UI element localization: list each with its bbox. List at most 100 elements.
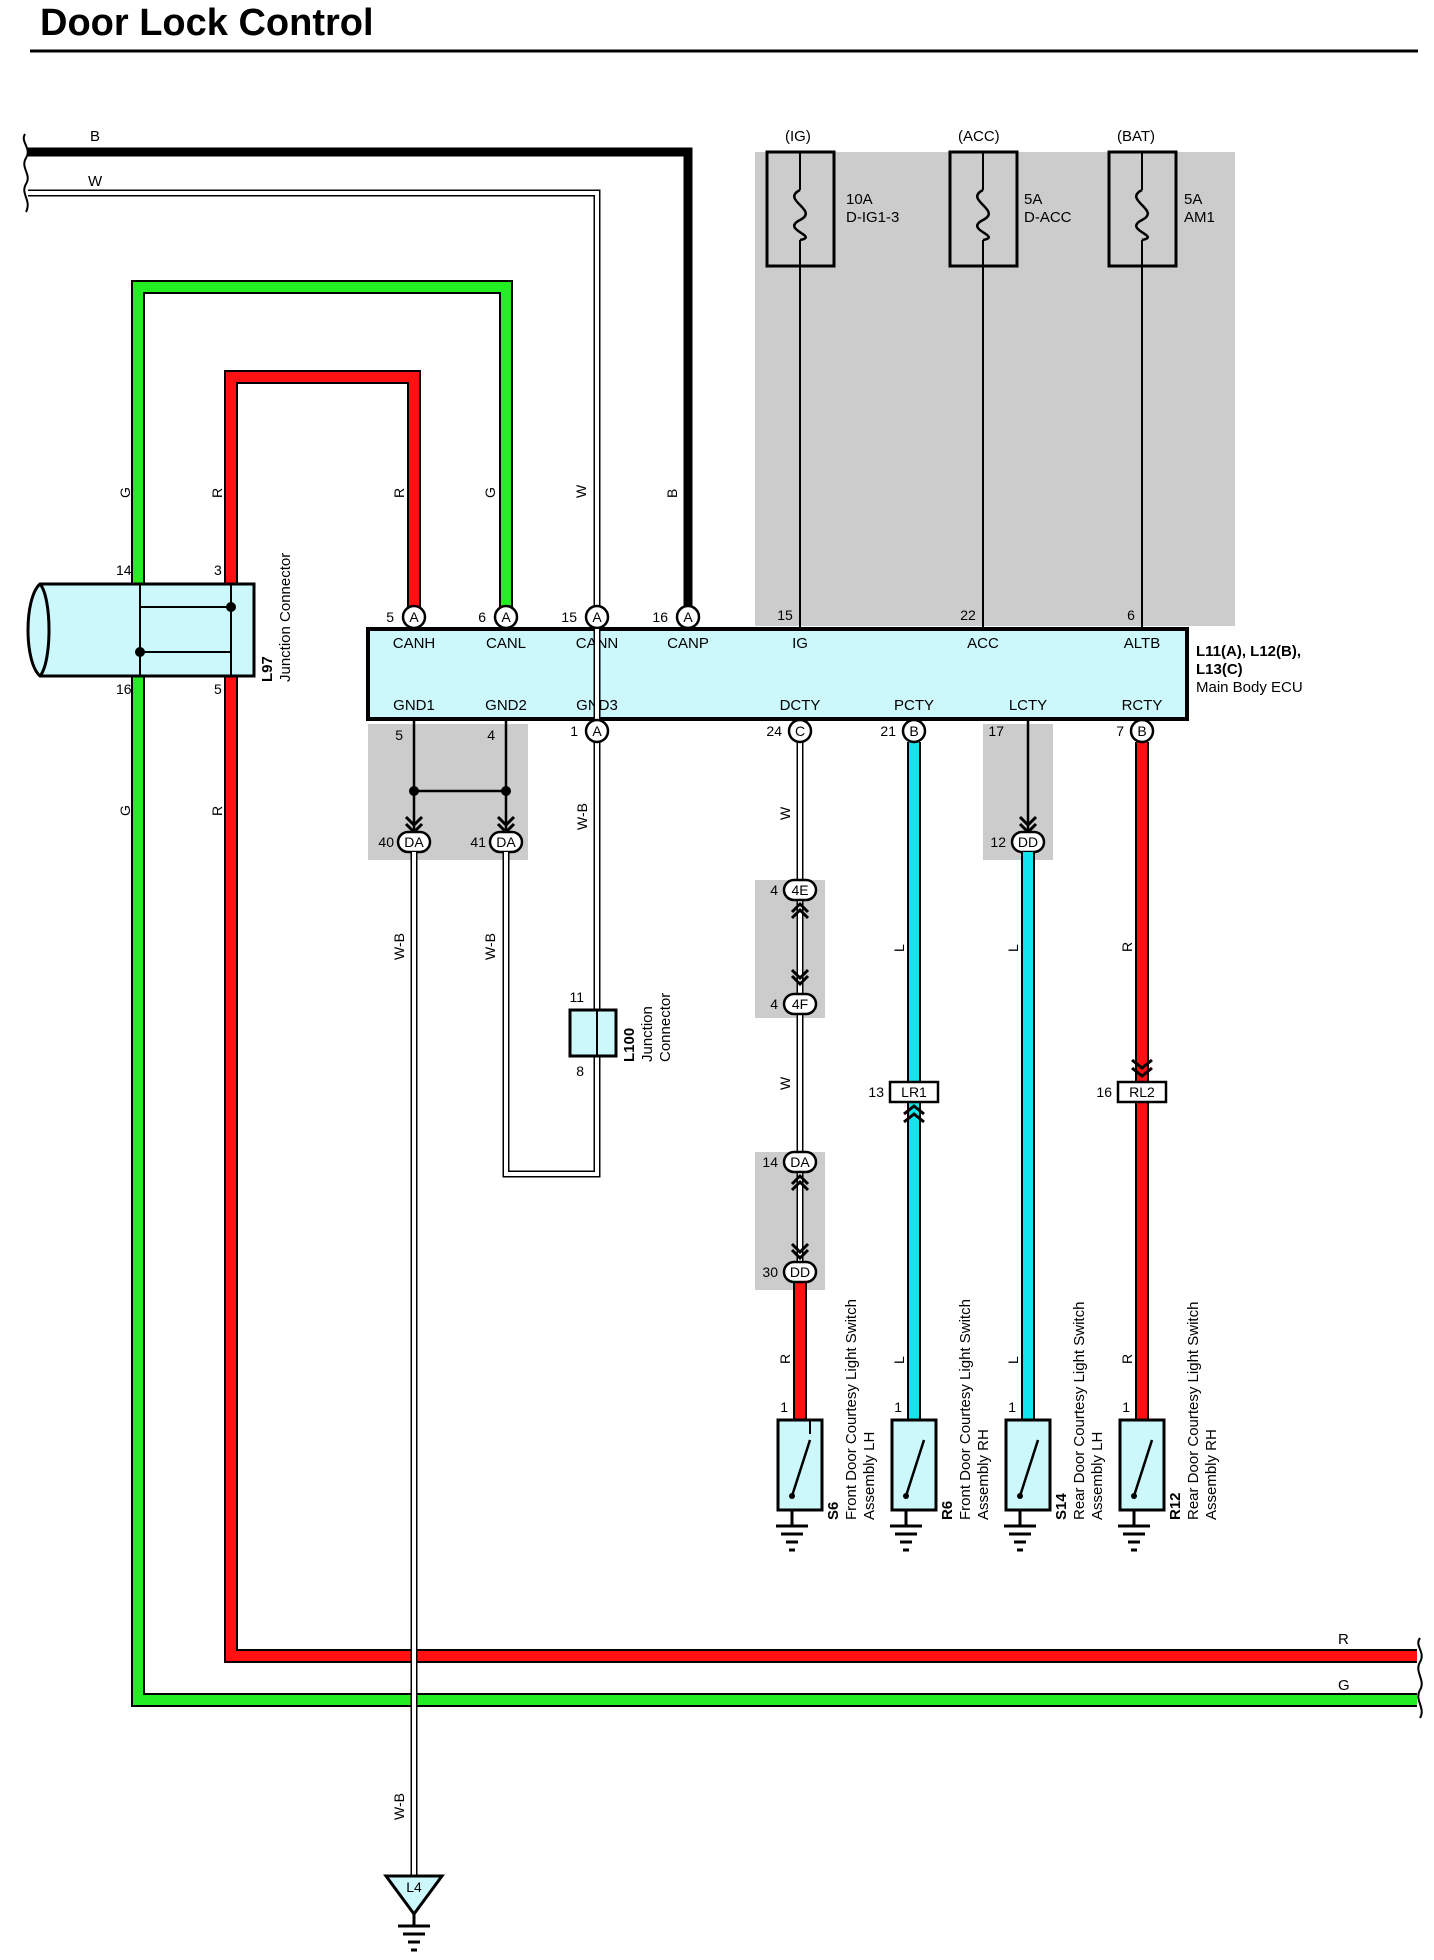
connector-da-40: DA 40 xyxy=(378,830,432,854)
svg-text:22: 22 xyxy=(960,607,976,623)
ecu-connectors-line1: L11(A), L12(B), xyxy=(1196,643,1301,660)
svg-text:16: 16 xyxy=(1096,1084,1112,1100)
wire-color-l-2: L xyxy=(891,1356,907,1364)
svg-text:ACC: ACC xyxy=(967,635,999,652)
wire-color-l-3: L xyxy=(1005,944,1021,952)
connector-rl2: RL2 16 xyxy=(1096,1058,1168,1104)
wire-color-wb-1: W-B xyxy=(574,803,590,830)
svg-text:CANP: CANP xyxy=(667,635,709,652)
fuse-ig-source: (IG) xyxy=(785,128,811,145)
svg-text:B: B xyxy=(1137,723,1146,739)
fuse-shade xyxy=(755,152,1235,626)
switch-r12-line2: Assembly RH xyxy=(1203,1429,1220,1520)
wire-color-r-6: R xyxy=(1119,1354,1135,1364)
ecu-terminal-ig: 15 IG xyxy=(777,607,808,652)
wire-color-wb-2: W-B xyxy=(391,933,407,960)
switch-r12-pin: 1 xyxy=(1122,1399,1130,1415)
svg-text:21: 21 xyxy=(880,723,896,739)
connector-lr1: LR1 13 xyxy=(868,1080,940,1124)
svg-text:DA: DA xyxy=(496,834,516,850)
wire-color-r-5: R xyxy=(1119,942,1135,952)
svg-text:41: 41 xyxy=(470,834,486,850)
ecu-terminal-gnd2: GND2 xyxy=(485,697,527,714)
svg-text:DA: DA xyxy=(790,1154,810,1170)
wire-color-g-1: G xyxy=(117,487,133,498)
gnd-junction-dot-1 xyxy=(409,786,419,796)
svg-text:4: 4 xyxy=(770,996,778,1012)
switch-s6-id: S6 xyxy=(825,1502,842,1520)
red-wire xyxy=(224,370,1417,1663)
svg-text:6: 6 xyxy=(478,609,486,625)
svg-text:RL2: RL2 xyxy=(1129,1084,1155,1100)
svg-text:30: 30 xyxy=(762,1264,778,1280)
wire-color-b-1: B xyxy=(664,489,680,498)
gnd-junction-dot-2 xyxy=(501,786,511,796)
ecu-terminal-dcty: DCTY xyxy=(780,697,821,714)
switch-s6-line1: Front Door Courtesy Light Switch xyxy=(843,1299,860,1520)
svg-text:ALTB: ALTB xyxy=(1124,635,1160,652)
fuse-acc-rating: 5A xyxy=(1024,191,1042,208)
ecu-terminal-pcty: PCTY xyxy=(894,697,934,714)
svg-text:4E: 4E xyxy=(791,882,808,898)
fuse-acc xyxy=(948,150,1019,268)
wire-color-wb-3: W-B xyxy=(482,933,498,960)
l97-junction-connector xyxy=(26,582,256,678)
ecu-terminal-acc: 22 ACC xyxy=(960,607,999,652)
switch-s6-line2: Assembly LH xyxy=(861,1432,878,1520)
svg-text:6: 6 xyxy=(1127,607,1135,623)
svg-text:7: 7 xyxy=(1116,723,1124,739)
svg-text:24: 24 xyxy=(766,723,782,739)
ecu-terminal-altb: 6 ALTB xyxy=(1124,607,1160,652)
ecu-terminal-cann: A 15 CANN xyxy=(561,604,618,652)
connector-da-41: DA 41 xyxy=(470,830,524,854)
page-title: Door Lock Control xyxy=(40,2,374,44)
ecu-name: Main Body ECU xyxy=(1196,679,1303,696)
ecu-terminal-canl: A 6 CANL xyxy=(478,604,526,652)
ecu-terminal-gnd1: GND1 xyxy=(393,697,435,714)
switch-r6-pin: 1 xyxy=(894,1399,902,1415)
l100-junction-box xyxy=(568,1008,618,1058)
switch-r6-line2: Assembly RH xyxy=(975,1429,992,1520)
fuse-acc-name: D-ACC xyxy=(1024,209,1072,226)
svg-text:CANL: CANL xyxy=(486,635,526,652)
switch-r6-line1: Front Door Courtesy Light Switch xyxy=(957,1299,974,1520)
switch-r6-id: R6 xyxy=(939,1501,956,1520)
wire-color-r-3: R xyxy=(391,488,407,498)
svg-text:14: 14 xyxy=(762,1154,778,1170)
wire-color-g-2: G xyxy=(117,805,133,816)
lcty-pin: 17 xyxy=(988,723,1004,739)
gnd1-pin: 5 xyxy=(395,727,403,743)
l97-name: Junction Connector xyxy=(277,553,294,682)
ecu-terminal-lcty: LCTY xyxy=(1009,697,1047,714)
wire-label-g-right: G xyxy=(1338,1677,1350,1694)
switch-s14-pin: 1 xyxy=(1008,1399,1016,1415)
switch-r12-id: R12 xyxy=(1167,1492,1184,1520)
svg-text:DD: DD xyxy=(1018,834,1038,850)
switch-s14-line2: Assembly LH xyxy=(1089,1432,1106,1520)
rcty-terminal: B 7 xyxy=(1116,718,1155,744)
wire-color-wb-4: W-B xyxy=(391,1793,407,1820)
switch-r12-line1: Rear Door Courtesy Light Switch xyxy=(1185,1302,1202,1520)
l97-pin-14: 14 xyxy=(116,562,132,578)
connector-dd-12: DD 12 xyxy=(990,830,1046,854)
svg-text:4: 4 xyxy=(770,882,778,898)
wb-wire-loop xyxy=(502,629,601,1178)
gnd2-pin: 4 xyxy=(487,727,495,743)
svg-text:B: B xyxy=(909,723,918,739)
wire-label-r-right: R xyxy=(1338,1631,1349,1648)
svg-text:4F: 4F xyxy=(792,996,808,1012)
svg-text:LR1: LR1 xyxy=(901,1084,927,1100)
l100-id: L100 xyxy=(621,1028,638,1062)
fuse-wires xyxy=(799,266,1143,629)
connector-4e: 4E 4 xyxy=(770,878,818,920)
svg-text:5: 5 xyxy=(386,609,394,625)
l100-pin-11: 11 xyxy=(569,989,584,1005)
wire-color-r-4: R xyxy=(777,1354,793,1364)
svg-text:IG: IG xyxy=(792,635,808,652)
pcty-terminal: B 21 xyxy=(880,718,927,744)
connector-dd-30: DD 30 xyxy=(762,1242,818,1284)
ground-l4 xyxy=(383,1874,445,1952)
dcty-terminal: C 24 xyxy=(766,718,813,744)
l100-pin-8: 8 xyxy=(576,1063,584,1079)
